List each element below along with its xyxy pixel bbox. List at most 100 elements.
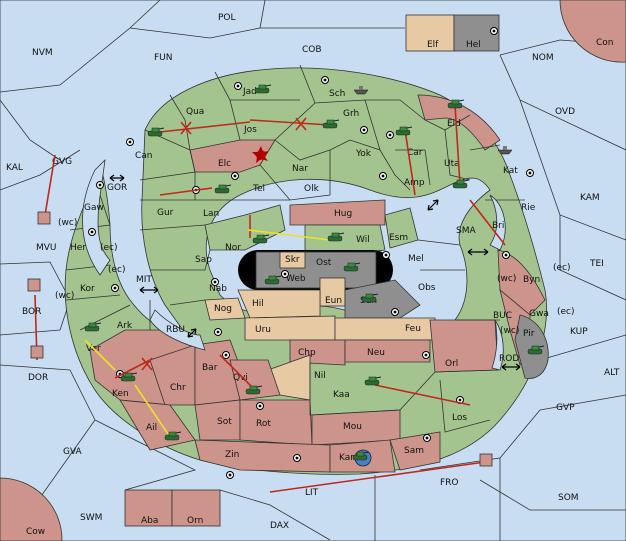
label-mvu: MVU [36,243,57,253]
supply-center-dot [224,353,228,357]
label-nab: Nab [209,284,227,294]
dislodged-marker-icon[interactable] [27,278,41,292]
label-ark: Ark [117,321,133,331]
label-gvp: GVP [556,403,575,413]
label-bri: Bri [492,221,504,231]
label-nar: Nar [292,164,308,174]
tank-icon[interactable] [395,126,413,136]
label-sap: Sap [195,255,212,265]
sea-sma-bay [489,194,506,251]
label-wil: Wil [356,235,370,245]
sea-buc-bay [491,319,504,371]
province-eld[interactable] [417,94,501,151]
tank-icon[interactable] [245,385,263,395]
province-sun[interactable] [344,279,421,319]
label-lan: Lan [203,209,219,219]
tank-icon[interactable] [352,451,370,461]
territory-labels: POL Elf Hel Con NVM FUN COB NOM KAL GVG … [6,13,620,537]
province-neu[interactable] [344,339,431,363]
label-wc-gwa: (wc) [500,326,519,336]
label-gvg: GVG [52,157,72,167]
order-arrow [44,154,56,216]
label-gaw: Gaw [84,203,104,213]
supply-center-dot [216,330,220,334]
tank-icon[interactable] [252,234,270,244]
label-nvm: NVM [32,48,53,58]
label-nog: Nog [214,304,232,314]
label-fun: FUN [154,53,173,63]
label-byn: Byn [523,275,540,285]
label-web: Web [286,274,306,284]
label-ovd: OVD [555,107,575,117]
label-uta: Uta [444,159,460,169]
label-lit: LIT [305,488,319,498]
label-swm: SWM [80,513,102,523]
tank-icon[interactable] [527,345,545,355]
label-tel: Tel [252,184,265,194]
supply-center-dot [362,128,366,132]
tank-icon[interactable] [361,293,379,303]
label-hel: Hel [466,40,481,50]
label-qua: Qua [186,107,204,117]
label-con: Con [596,38,614,48]
label-wc-gaw: (wc) [58,218,77,228]
label-kor: Kor [80,284,95,294]
label-obs: Obs [418,283,436,293]
province-qvi[interactable] [229,359,281,401]
province-rot[interactable] [239,399,313,446]
province-orn[interactable] [171,489,221,527]
tank-icon[interactable] [214,184,232,194]
tank-icon[interactable] [164,431,182,441]
supply-center-dot [283,272,287,276]
supply-center-dot [492,29,496,33]
province-eun[interactable] [319,277,346,307]
supply-center-dot [388,133,392,137]
label-mit: MIT [136,275,152,285]
province-skr[interactable] [279,251,306,269]
label-orn: Orn [187,516,203,526]
tank-icon[interactable] [254,84,272,94]
province-zin[interactable] [194,439,331,473]
dislodged-marker-icon[interactable] [30,345,44,359]
province-cow[interactable] [0,477,63,541]
tank-icon[interactable] [120,372,138,382]
tank-icon[interactable] [447,99,465,109]
dislodged-marker-icon[interactable] [479,453,493,467]
province-hug[interactable] [289,199,386,226]
province-orl[interactable] [429,319,499,373]
ship-icon[interactable] [353,86,369,95]
province-hil[interactable] [237,289,321,319]
province-con[interactable] [559,0,626,63]
label-rod: ROD [499,354,519,364]
label-ec-kor: (ec) [108,265,126,275]
label-yok: Yok [355,149,372,159]
tank-icon[interactable] [147,127,165,137]
dislodged-marker-icon[interactable] [37,211,51,225]
label-uru: Uru [255,325,271,335]
failed-x [180,121,192,135]
province-pir[interactable] [514,314,549,379]
support-line [84,339,116,371]
supply-center-dot [381,174,385,178]
label-ail: Ail [146,423,157,433]
label-rie: Rie [521,203,536,213]
supply-center-dot [98,183,102,187]
tank-icon[interactable] [452,179,470,189]
supply-center-dot [258,404,262,408]
tank-icon[interactable] [322,119,340,129]
tank-icon[interactable] [264,275,282,285]
order-arrow [404,129,416,196]
label-bar: Bar [202,363,218,373]
label-wc-kor: (wc) [55,291,74,301]
tank-icon[interactable] [343,262,361,272]
label-gwa: Gwa [529,309,549,319]
label-fro: FRO [440,478,459,488]
ship-icon[interactable] [497,146,513,155]
failed-x [141,357,153,371]
tank-icon[interactable] [84,322,102,332]
tank-icon[interactable] [327,232,345,242]
tank-icon[interactable] [364,376,382,386]
label-eun: Eun [325,296,342,306]
label-elf: Elf [427,40,439,50]
